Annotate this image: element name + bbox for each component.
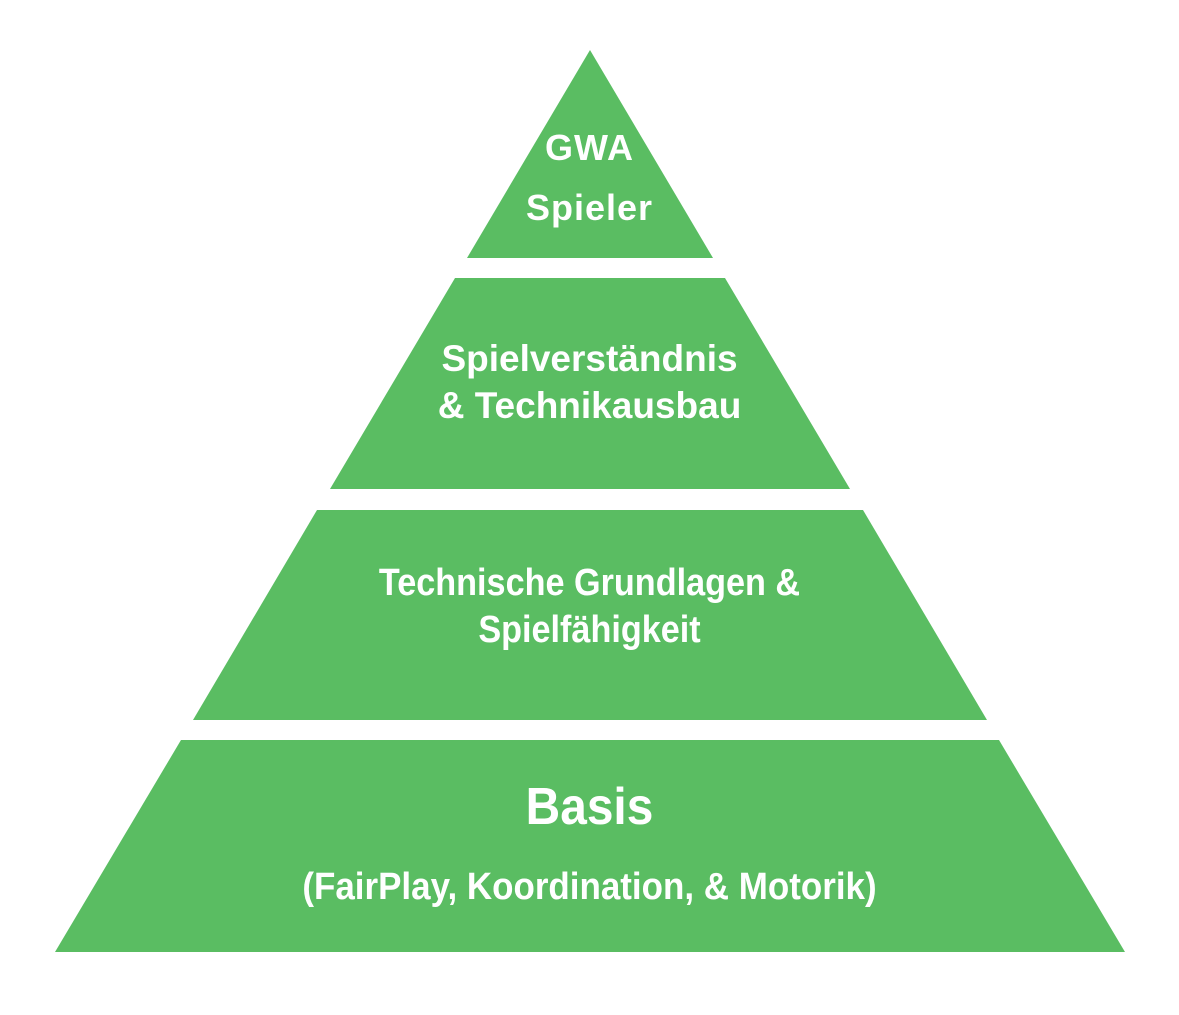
- tier-2-label-line-2: & Technikausbau: [437, 385, 742, 426]
- tier-1-label-line-2: Spieler: [525, 187, 654, 228]
- tier-4-label-line-1: Basis: [525, 778, 654, 836]
- pyramid-tier-2-shape: [330, 278, 850, 489]
- pyramid-tier-3-shape: [193, 510, 987, 720]
- tier-2-label-line-1: Spielverständnis: [441, 338, 738, 379]
- tier-4-label-line-2: (FairPlay, Koordination, & Motorik): [302, 866, 877, 908]
- tier-3-label-line-1: Technische Grundlagen &: [378, 562, 801, 604]
- pyramid-tier-1-shape: [467, 50, 713, 258]
- tier-1-label-line-1: GWA: [545, 127, 634, 168]
- pyramid-tier-4-shape: [55, 740, 1125, 952]
- tier-3-label-line-2: Spielfähigkeit: [478, 609, 701, 651]
